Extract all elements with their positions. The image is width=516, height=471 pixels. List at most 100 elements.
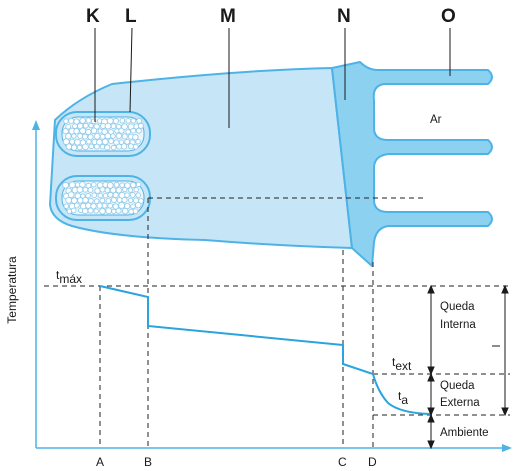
granule [77,197,84,204]
label-o: O [441,6,456,27]
granule [135,192,141,198]
granule [104,144,111,151]
leader-l [129,27,133,113]
granule [112,117,119,124]
granule [116,143,122,150]
granule [120,143,128,150]
granule [135,201,142,209]
granule [110,123,117,129]
finned-wall [331,61,493,267]
drop-brackets [427,284,509,450]
granule [65,197,72,204]
granule [132,208,139,215]
granule [118,139,125,145]
granule [87,207,94,214]
granule [104,132,112,140]
granule [79,181,86,188]
granule [93,133,101,140]
granule [96,202,103,209]
granule [137,123,144,129]
label-k: K [86,6,100,27]
granule [93,208,99,214]
granule [107,191,114,198]
granule [90,203,97,210]
granule [87,133,94,140]
granule [99,208,106,215]
granule [93,143,100,150]
granule [73,128,80,135]
granule [80,193,86,199]
granule [83,122,89,129]
granule [97,192,103,199]
granule [119,182,125,188]
granule [82,133,88,140]
granule [108,138,114,145]
granule [130,127,137,134]
granule [67,191,75,199]
label-external-1: Queda [440,380,475,392]
granule [65,124,71,130]
label-m: M [220,6,236,27]
granular-fill-upper [61,116,145,152]
granule [91,181,97,188]
granule [62,181,69,189]
granule [86,138,92,145]
granule [82,208,89,215]
granule [87,187,94,193]
granule [99,134,106,140]
granule [65,133,72,140]
granule [127,187,133,193]
granule [132,134,139,141]
granule [102,193,109,199]
granule [125,129,131,135]
granule [66,208,73,214]
label-internal-1: Queda [440,301,475,313]
label-ta: ta [398,389,408,407]
granule [121,196,128,203]
granule [130,203,136,209]
granule [68,117,75,124]
granule [79,117,86,124]
granule [128,197,134,203]
granule [70,207,77,214]
granule [121,133,128,140]
granule [85,202,92,209]
tick-b: B [144,455,152,469]
granule [63,118,69,124]
granule [101,138,109,146]
granule [124,192,130,198]
granule [99,186,106,193]
granule [110,196,117,203]
granule [71,197,78,204]
granule [88,123,94,129]
granule [135,181,142,188]
label-l: L [125,6,137,27]
granule [93,198,100,204]
granule [99,197,106,204]
tick-d: D [368,455,377,469]
granule [121,207,129,215]
granule [90,127,98,134]
granule [105,207,112,215]
granule [116,197,123,203]
granule [110,144,117,151]
granule [82,187,89,193]
granule [113,181,120,188]
granule [77,133,84,139]
granule [85,192,91,199]
granule [129,191,136,198]
granule [87,197,94,204]
y-axis-label: Temperatura [5,256,19,324]
granule [82,143,89,151]
granule [62,128,69,135]
x-axis-arrow [502,444,512,452]
granule [125,118,132,124]
granule [130,117,136,124]
granule [118,127,125,134]
granule [72,123,78,129]
temperature-profile [99,285,431,415]
granule [101,128,108,135]
granule [104,122,112,130]
label-ambient: Ambiente [440,427,489,439]
tick-a: A [96,455,104,469]
